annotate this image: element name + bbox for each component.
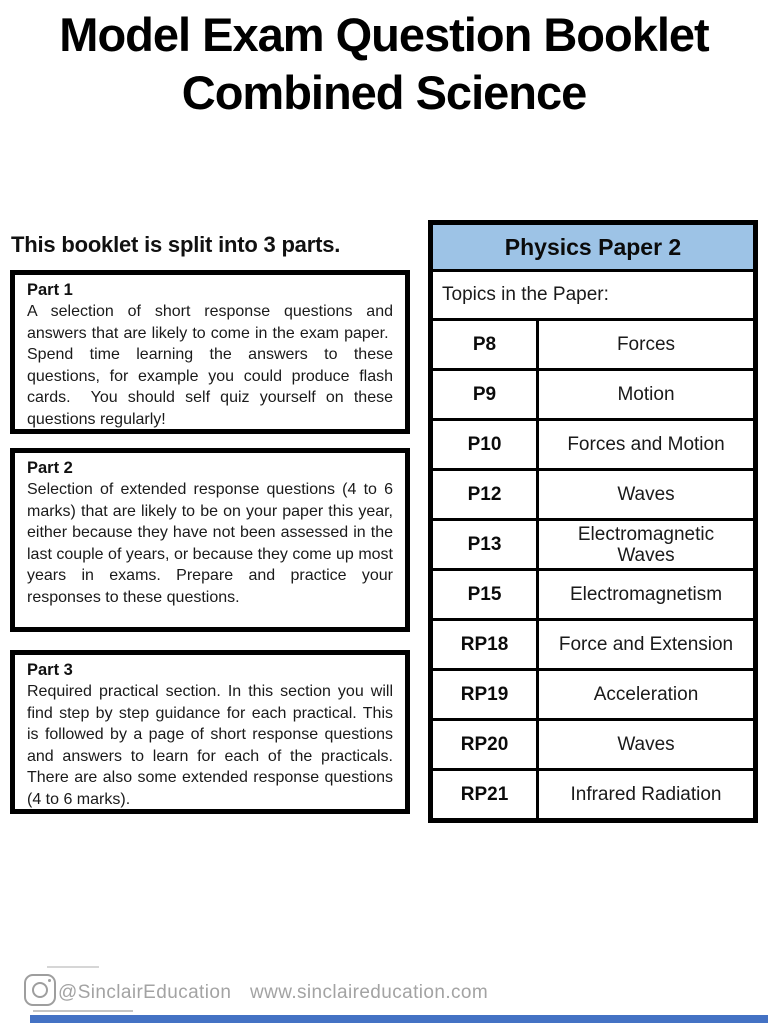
topic-code: P9: [433, 371, 539, 418]
table-row: P13 Electromagnetic Waves: [433, 521, 753, 571]
topic-name: Electromagnetic Waves: [577, 523, 715, 566]
paper-table: Physics Paper 2 Topics in the Paper: P8 …: [428, 220, 758, 823]
table-row: P8 Forces: [433, 321, 753, 371]
part-2-text: Selection of extended response questions…: [27, 481, 393, 606]
topic-name: Electromagnetism: [569, 584, 723, 605]
table-row: RP20 Waves: [433, 721, 753, 771]
topic-code: P15: [433, 571, 539, 618]
topics-subtitle-row: Topics in the Paper:: [433, 272, 753, 321]
topic-name: Forces: [616, 334, 676, 355]
topic-name: Forces and Motion: [567, 434, 725, 455]
topic-code: P10: [433, 421, 539, 468]
topic-code: RP21: [433, 771, 539, 818]
paper-table-header: Physics Paper 2: [433, 225, 753, 272]
table-row: P9 Motion: [433, 371, 753, 421]
website-url: www.sinclaireducation.com: [250, 982, 489, 1003]
topic-code: RP19: [433, 671, 539, 718]
part-3-box: Part 3 Required practical section. In th…: [10, 650, 410, 814]
topic-name: Waves: [617, 484, 675, 505]
topic-code: RP20: [433, 721, 539, 768]
part-1-box: Part 1 A selection of short response que…: [10, 270, 410, 434]
instagram-lens-icon: [32, 982, 48, 998]
intro-heading: This booklet is split into 3 parts.: [11, 232, 341, 257]
topic-code: P13: [433, 521, 539, 568]
page-title-line2: Combined Science: [181, 66, 588, 119]
part-1-label: Part 1: [27, 281, 73, 299]
table-row: RP18 Force and Extension: [433, 621, 753, 671]
part-3-label: Part 3: [27, 661, 73, 679]
instagram-flash-dot-icon: [48, 979, 51, 982]
part-3-text: Required practical section. In this sect…: [27, 683, 393, 808]
topic-code: RP18: [433, 621, 539, 668]
topic-name: Motion: [617, 384, 675, 405]
table-row: RP19 Acceleration: [433, 671, 753, 721]
topic-name: Infrared Radiation: [570, 784, 722, 805]
topic-code: P12: [433, 471, 539, 518]
instagram-image-artifact-line-bottom: [33, 1010, 133, 1012]
instagram-icon: [24, 974, 56, 1006]
part-1-text: A selection of short response questions …: [27, 303, 393, 428]
instagram-handle: @SinclairEducation: [58, 982, 232, 1003]
instagram-image-artifact-line-top: [47, 966, 99, 968]
table-row: P15 Electromagnetism: [433, 571, 753, 621]
topic-name: Force and Extension: [558, 634, 734, 655]
table-row: RP21 Infrared Radiation: [433, 771, 753, 818]
page-title: Model Exam Question Booklet Combined Sci…: [0, 6, 768, 122]
table-row: P10 Forces and Motion: [433, 421, 753, 471]
footer-accent-bar: [30, 1015, 768, 1023]
topic-code: P8: [433, 321, 539, 368]
topic-name: Waves: [617, 734, 675, 755]
part-2-box: Part 2 Selection of extended response qu…: [10, 448, 410, 632]
table-row: P12 Waves: [433, 471, 753, 521]
page-title-line1: Model Exam Question Booklet: [59, 8, 709, 61]
part-2-label: Part 2: [27, 459, 73, 477]
topics-rows: P8 Forces P9 Motion P10 Forces and Motio…: [433, 321, 753, 818]
topic-name: Acceleration: [593, 684, 699, 705]
